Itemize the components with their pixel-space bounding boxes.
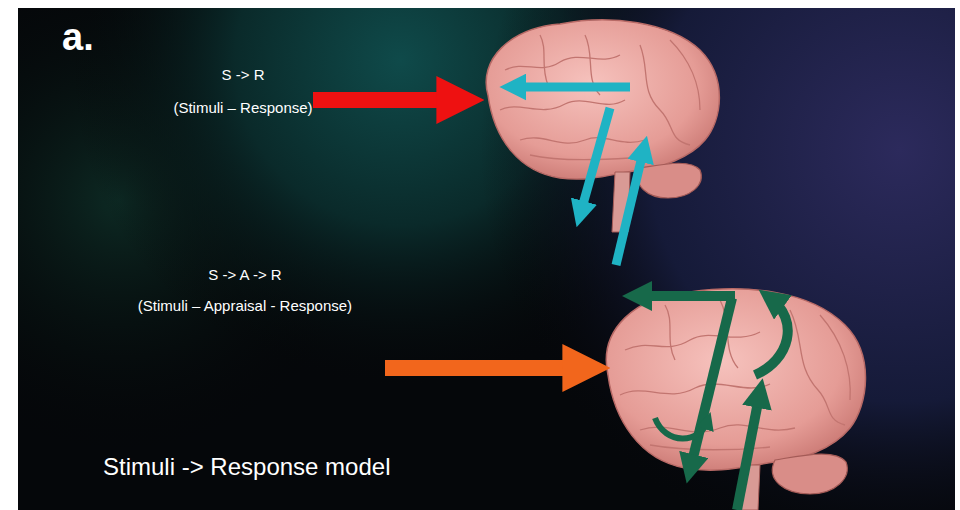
- brain-bottom: [606, 289, 865, 510]
- pathway-arrows: [512, 87, 644, 265]
- brain-top: [486, 20, 719, 232]
- model-formula: S -> A -> R: [208, 266, 281, 283]
- panel-caption: Stimuli -> Response model: [103, 453, 390, 481]
- model-formula: S -> R: [222, 66, 265, 83]
- model-description: (Stimuli – Response): [173, 99, 312, 116]
- model-description: (Stimuli – Appraisal - Response): [138, 297, 352, 314]
- panel-label: a.: [62, 16, 94, 59]
- stimulus-arrow: [385, 360, 588, 376]
- appraisal-arrows: [636, 296, 788, 510]
- stimulus-arrow: [313, 92, 462, 108]
